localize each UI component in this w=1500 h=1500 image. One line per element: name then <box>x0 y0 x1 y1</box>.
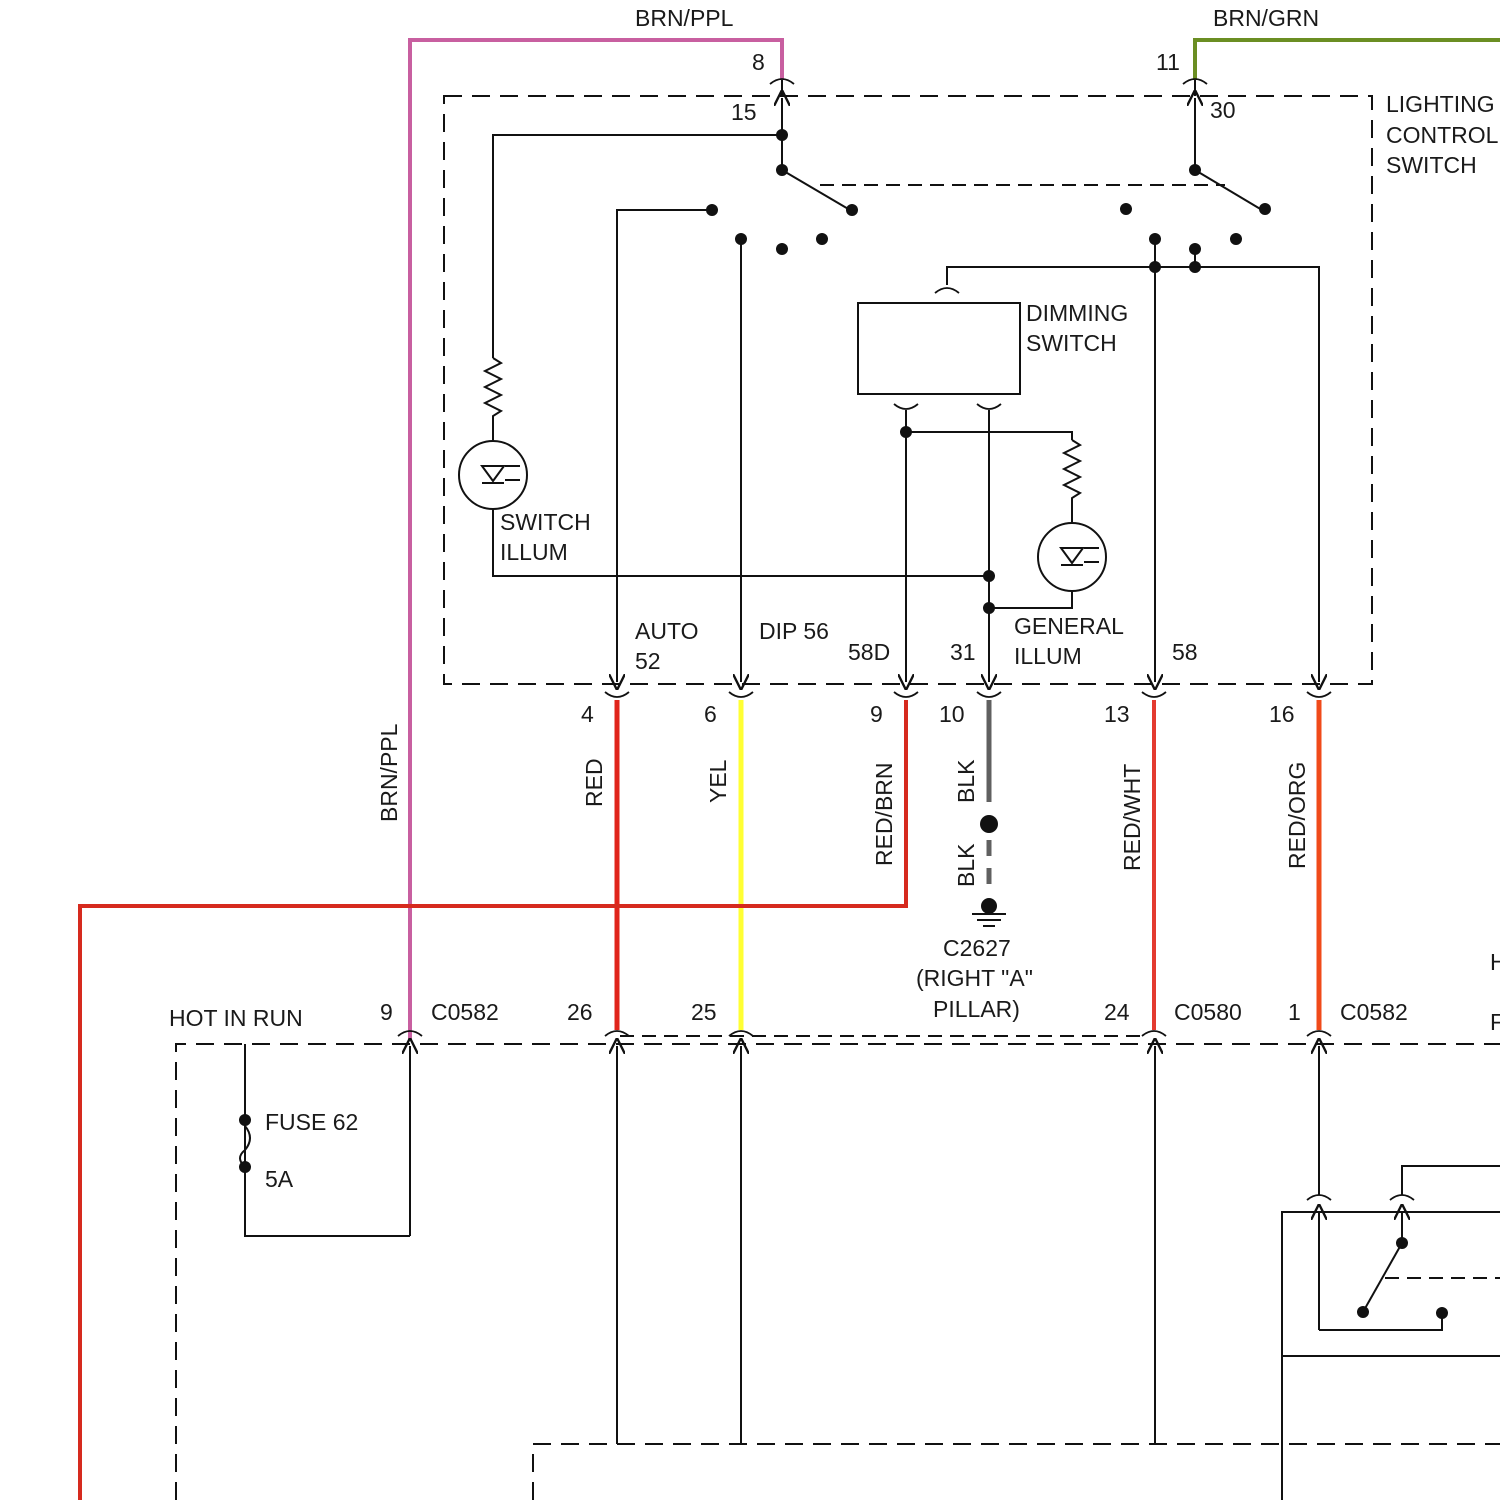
wire-label-red-org: RED/ORG <box>1284 762 1310 869</box>
ground-loc-1: (RIGHT "A" <box>916 965 1033 991</box>
t58d-label: 58D <box>848 639 890 665</box>
pin-4: 4 <box>581 701 594 727</box>
wire-label-brn-ppl: BRN/PPL <box>376 723 402 822</box>
label-pin-30: 30 <box>1210 97 1236 123</box>
switch-illum-label-1: SWITCH <box>500 509 591 535</box>
lower-pin-24: 24 <box>1104 999 1130 1025</box>
general-illum-label-1: GENERAL <box>1014 613 1124 639</box>
dimming-label-1: DIMMING <box>1026 300 1128 326</box>
pin-16: 16 <box>1269 701 1295 727</box>
ground-loc-2: PILLAR) <box>933 996 1020 1022</box>
wire-brn-grn <box>1195 40 1500 80</box>
dimming-label-2: SWITCH <box>1026 330 1117 356</box>
switch-illum-lamp <box>459 441 527 509</box>
pin-13: 13 <box>1104 701 1130 727</box>
lower-pin-25: 25 <box>691 999 717 1025</box>
label-top-brn-ppl: BRN/PPL <box>635 5 734 31</box>
wire-red-brn <box>80 700 906 1500</box>
pin-9: 9 <box>870 701 883 727</box>
label-pin-8: 8 <box>752 49 765 75</box>
wire-label-red-wht: RED/WHT <box>1119 764 1145 871</box>
wire-label-red-brn: RED/BRN <box>871 762 897 866</box>
edge-label-f: F <box>1490 1009 1500 1035</box>
wire-label-yel: YEL <box>705 759 731 803</box>
switch-title-2: CONTROL <box>1386 122 1499 148</box>
wire-label-red: RED <box>581 758 607 807</box>
lighting-control-switch <box>444 79 1372 697</box>
lower-pin-9: 9 <box>380 999 393 1025</box>
connector-c0582-b: C0582 <box>1340 999 1408 1025</box>
fuse-label: FUSE 62 <box>265 1109 358 1135</box>
lower-module <box>176 1031 1500 1500</box>
wire-label-blk-2: BLK <box>953 843 979 887</box>
edge-label-h: H <box>1490 949 1500 975</box>
pin-10: 10 <box>939 701 965 727</box>
lower-pin-1: 1 <box>1288 999 1301 1025</box>
switch-illum-label-2: ILLUM <box>500 539 568 565</box>
label-pin-11: 11 <box>1156 49 1180 75</box>
auto-label-1: AUTO <box>635 618 698 644</box>
general-illum-lamp <box>1038 523 1106 591</box>
t58-label: 58 <box>1172 639 1198 665</box>
label-pin-15: 15 <box>731 99 757 125</box>
t31-label: 31 <box>950 639 976 665</box>
switch-title-1: LIGHTING <box>1386 91 1495 117</box>
connector-c0580: C0580 <box>1174 999 1242 1025</box>
wire-brn-ppl <box>410 40 782 1040</box>
connector-c0582-a: C0582 <box>431 999 499 1025</box>
hot-in-run-label: HOT IN RUN <box>169 1005 303 1031</box>
fuse-rating: 5A <box>265 1166 294 1192</box>
label-top-brn-grn: BRN/GRN <box>1213 5 1319 31</box>
labels: BRN/PPL BRN/GRN 8 15 11 30 LIGHTING CONT… <box>169 5 1500 1192</box>
wire-label-blk-1: BLK <box>953 759 979 803</box>
dip-label: DIP 56 <box>759 618 829 644</box>
switch-title-3: SWITCH <box>1386 152 1477 178</box>
general-illum-label-2: ILLUM <box>1014 643 1082 669</box>
dimming-switch-block <box>858 303 1020 394</box>
pin-6: 6 <box>704 701 717 727</box>
ground-id: C2627 <box>943 935 1011 961</box>
lower-pin-26: 26 <box>567 999 593 1025</box>
auto-label-2: 52 <box>635 648 661 674</box>
